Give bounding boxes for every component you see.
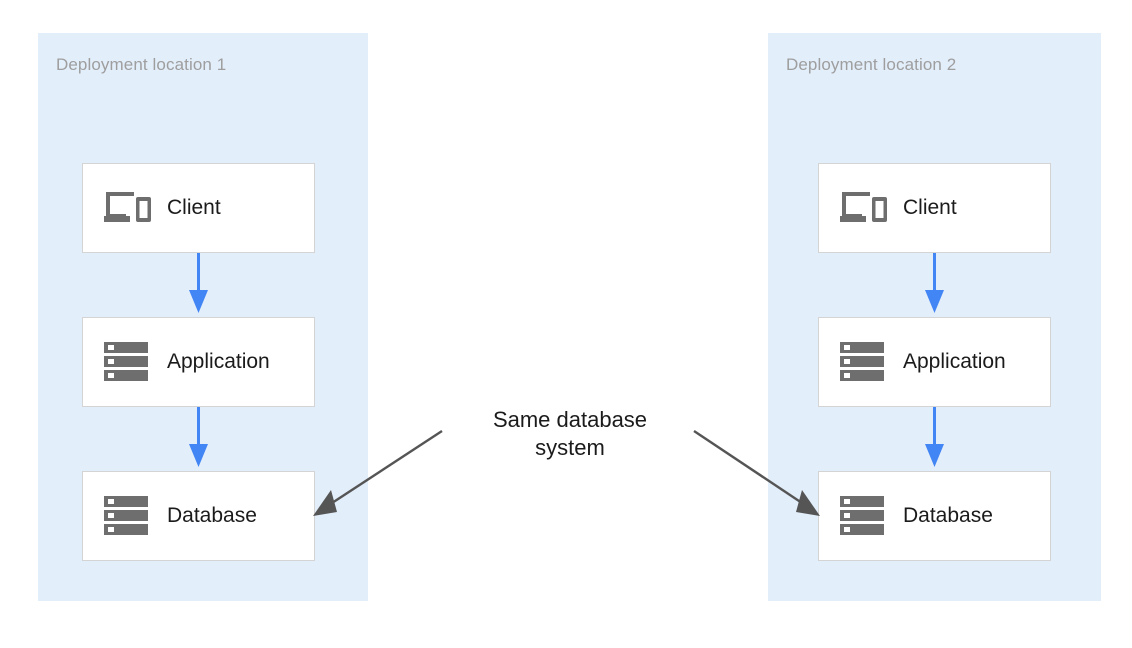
annotation-line-2: system bbox=[535, 435, 605, 460]
server-rack-icon bbox=[101, 493, 155, 539]
node-application-zone-1[interactable]: Application bbox=[82, 317, 315, 407]
zone-2-title: Deployment location 2 bbox=[786, 55, 957, 74]
annotation-label: Same database system bbox=[430, 406, 710, 462]
node-application-zone-2[interactable]: Application bbox=[818, 317, 1051, 407]
node-label: Application bbox=[167, 350, 270, 373]
server-rack-icon bbox=[837, 339, 891, 385]
node-label: Database bbox=[903, 504, 993, 527]
annotation-line-1: Same database bbox=[492, 407, 648, 432]
server-rack-icon bbox=[837, 493, 891, 539]
node-label: Client bbox=[903, 196, 957, 219]
node-label: Application bbox=[903, 350, 1006, 373]
node-label: Client bbox=[167, 196, 221, 219]
node-client-zone-1[interactable]: Client bbox=[82, 163, 315, 253]
devices-icon bbox=[837, 185, 891, 231]
server-rack-icon bbox=[101, 339, 155, 385]
node-label: Database bbox=[167, 504, 257, 527]
devices-icon bbox=[101, 185, 155, 231]
node-database-zone-1[interactable]: Database bbox=[82, 471, 315, 561]
zone-1-title: Deployment location 1 bbox=[56, 55, 227, 74]
node-client-zone-2[interactable]: Client bbox=[818, 163, 1051, 253]
node-database-zone-2[interactable]: Database bbox=[818, 471, 1051, 561]
